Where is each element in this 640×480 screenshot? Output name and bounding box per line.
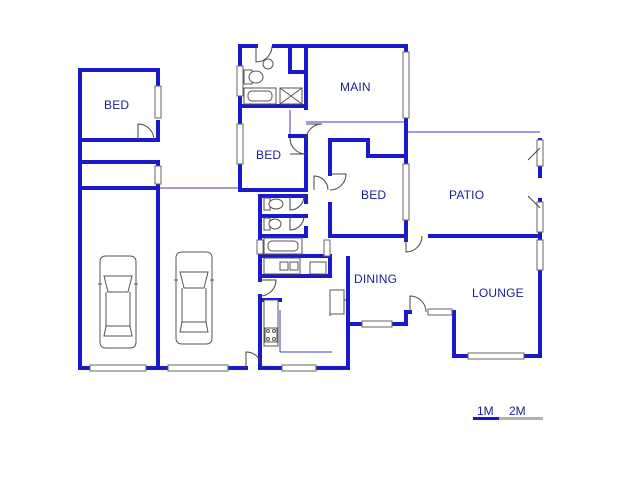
- car-icon: [174, 251, 214, 345]
- scale-label-2m: 2M: [509, 404, 526, 418]
- room-label-bed: BED: [361, 188, 387, 202]
- bathtub-icon: [243, 87, 277, 105]
- sink-icon: [262, 58, 274, 70]
- windows: [89, 51, 544, 372]
- room-label-bed: BED: [256, 148, 282, 162]
- doors: [137, 45, 541, 369]
- room-label-dining: DINING: [354, 272, 398, 286]
- room-label-patio: PATIO: [449, 188, 485, 202]
- toilet-icon: [243, 69, 264, 85]
- scale-label-1m: 1M: [477, 404, 494, 418]
- room-label-lounge: LOUNGE: [472, 286, 524, 300]
- fixtures: [243, 58, 345, 347]
- toilet-icon: [263, 197, 284, 211]
- shower-icon: [279, 87, 303, 105]
- room-label-bed: BED: [104, 98, 130, 112]
- scale-bar-secondary: [499, 417, 543, 420]
- walls: [78, 44, 542, 370]
- car-icon: [98, 255, 138, 349]
- bathtub-icon: [263, 237, 303, 255]
- scale-bar-primary: [473, 417, 499, 420]
- thin-lines: [158, 110, 540, 353]
- room-label-main: MAIN: [340, 80, 371, 94]
- stove-icon: [264, 327, 278, 343]
- toilet-icon: [263, 217, 282, 231]
